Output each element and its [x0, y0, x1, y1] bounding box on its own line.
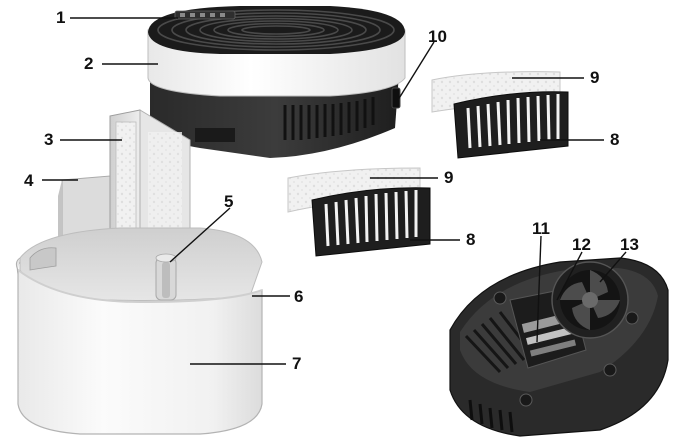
- callout-13: 13: [620, 235, 639, 254]
- callout-5: 5: [224, 192, 234, 211]
- leader-12: [556, 251, 583, 301]
- callout-11: 11: [532, 219, 550, 238]
- callout-2: 2: [84, 54, 94, 73]
- callout-8-upper: 8: [610, 130, 620, 149]
- leader-5: [169, 207, 231, 263]
- callout-7: 7: [292, 354, 302, 373]
- callout-9-upper: 9: [590, 68, 600, 87]
- callout-3: 3: [44, 130, 54, 149]
- top-unit-foot: [195, 128, 235, 142]
- leader-11: [536, 235, 542, 343]
- filter-frame-8-lower: [311, 187, 431, 257]
- callout-8-lower: 8: [466, 230, 476, 249]
- underside-view: [449, 257, 669, 437]
- water-tank: [15, 227, 263, 435]
- callout-12: 12: [572, 235, 591, 254]
- water-level-float: [155, 253, 177, 301]
- top-unit-vent-slots: [283, 97, 375, 140]
- underside-grille: [464, 311, 536, 374]
- callout-10: 10: [428, 27, 447, 46]
- fan: [551, 261, 629, 339]
- top-grille-rings: [157, 9, 395, 51]
- callout-9-lower: 9: [444, 168, 454, 187]
- filter-holder-3: [109, 109, 191, 256]
- callout-4: 4: [24, 171, 34, 190]
- tank-handle: [29, 247, 57, 271]
- top-unit: [147, 6, 406, 158]
- callout-1: 1: [56, 8, 66, 27]
- leader-10: [397, 41, 435, 101]
- leader-lines: [42, 17, 627, 365]
- leader-13: [599, 251, 627, 283]
- filter-frame-8-upper: [453, 91, 569, 159]
- callout-6: 6: [294, 287, 304, 306]
